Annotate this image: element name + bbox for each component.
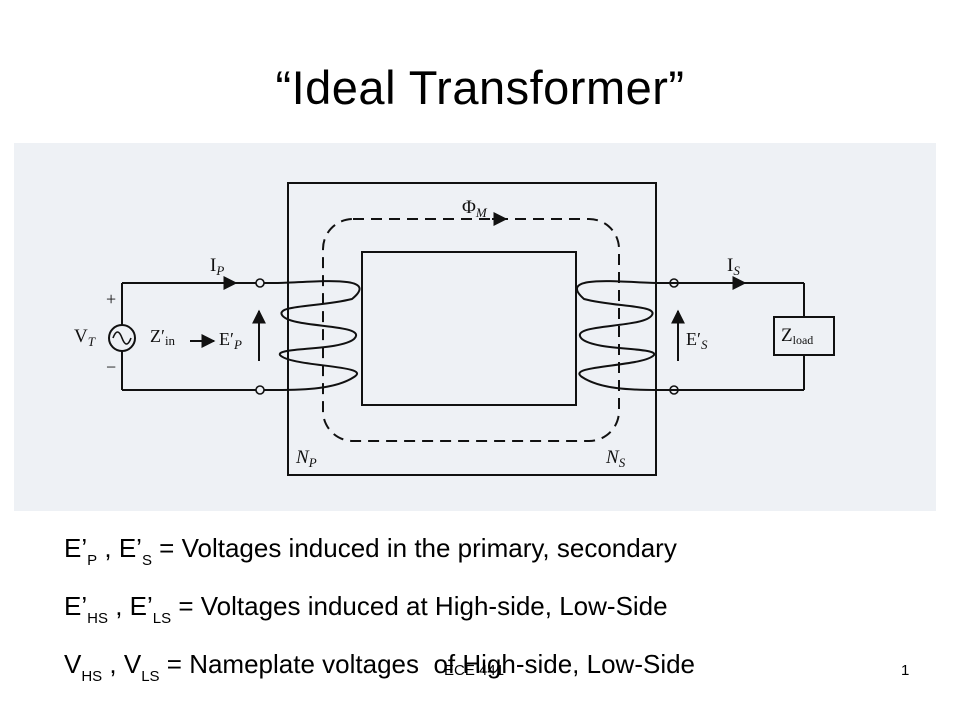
secondary-winding bbox=[575, 280, 659, 391]
term-sep: , bbox=[97, 533, 119, 563]
term-sub: LS bbox=[152, 610, 172, 627]
term-sep: , bbox=[107, 591, 130, 621]
primary-emf-label: E′P bbox=[219, 329, 242, 352]
plus-sign: + bbox=[106, 289, 116, 309]
ac-source bbox=[108, 324, 136, 352]
flux-path bbox=[322, 218, 620, 442]
transformer-diagram: ΦM + − VT IP Z′in E′P bbox=[14, 143, 936, 511]
transformer-schematic: ΦM + − VT IP Z′in E′P bbox=[74, 182, 835, 476]
definition-text: = Voltages induced in the primary, secon… bbox=[151, 533, 677, 563]
secondary-turns-label: NS bbox=[605, 447, 626, 470]
term-main: E’ bbox=[64, 533, 88, 563]
flux-label: ΦM bbox=[462, 197, 488, 220]
source-voltage-label: VT bbox=[74, 326, 96, 349]
definition-line-2: E’HS , E’LS = Voltages induced at High-s… bbox=[64, 590, 668, 627]
term-sub: P bbox=[87, 552, 98, 569]
term-main: V bbox=[123, 649, 142, 679]
core-outer bbox=[287, 182, 657, 476]
secondary-current-label: IS bbox=[727, 255, 740, 278]
secondary-emf-label: E′S bbox=[686, 329, 708, 352]
page-number: 1 bbox=[901, 662, 910, 679]
term-main: E’ bbox=[118, 533, 142, 563]
input-impedance-label: Z′in bbox=[150, 326, 176, 348]
core-window bbox=[361, 251, 577, 406]
primary-terminal-top bbox=[255, 278, 265, 288]
term-main: E’ bbox=[129, 591, 153, 621]
term-main: E’ bbox=[64, 591, 88, 621]
load-box bbox=[773, 316, 835, 356]
definition-line-1: E’P , E’S = Voltages induced in the prim… bbox=[64, 532, 677, 569]
definition-line-3: VHS , VLS = Nameplate voltages of High-s… bbox=[64, 648, 695, 685]
footer-course: ECE 441 bbox=[444, 662, 505, 679]
ac-source-sine bbox=[112, 331, 132, 345]
primary-winding bbox=[275, 280, 361, 391]
term-sub: LS bbox=[141, 668, 160, 685]
primary-current-label: IP bbox=[210, 255, 224, 278]
term-sub: HS bbox=[87, 610, 108, 627]
term-sub: S bbox=[141, 552, 152, 569]
term-sub: HS bbox=[81, 668, 103, 685]
minus-sign: − bbox=[106, 357, 116, 377]
definition-text: = Voltages induced at High-side, Low-Sid… bbox=[171, 591, 668, 621]
primary-terminal-bottom bbox=[255, 385, 265, 395]
load-label: Zload bbox=[781, 325, 813, 347]
definition-text: = Nameplate voltages of High-side, Low-S… bbox=[159, 649, 696, 679]
term-main: V bbox=[64, 649, 82, 679]
slide-title: “Ideal Transformer” bbox=[275, 61, 685, 114]
term-sep: , bbox=[102, 649, 124, 679]
primary-turns-label: NP bbox=[295, 447, 317, 470]
